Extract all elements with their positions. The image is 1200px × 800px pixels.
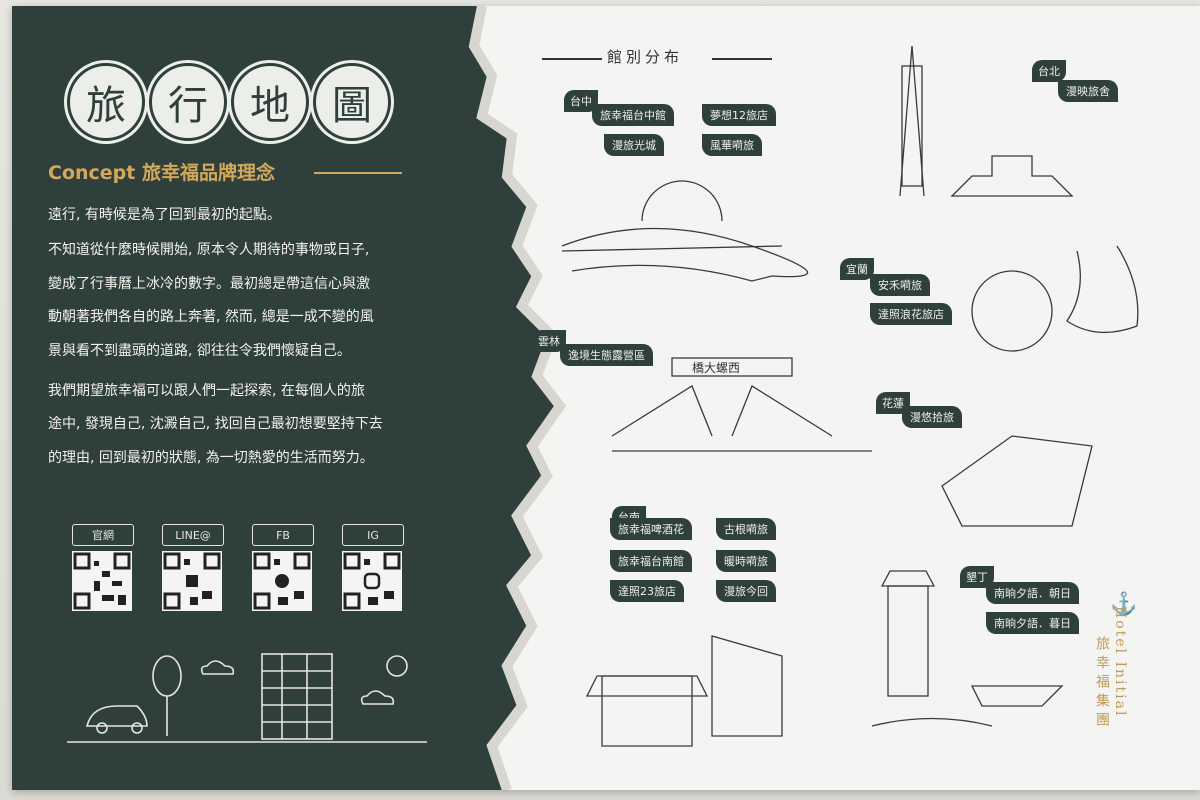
region-yilan: 宜蘭 [840, 258, 874, 280]
concept-line-4: 動朝著我們各自的路上奔著, 然而, 總是一成不變的風 [48, 309, 374, 325]
brand-name-zh: 旅幸福集團 [1094, 636, 1110, 731]
concept-line-1: 遠行, 有時候是為了回到最初的起點。 [48, 207, 281, 223]
concept-line-7: 途中, 發現自己, 沈澱自己, 找回自己最初想要堅持下去 [48, 416, 383, 432]
concept-heading: Concept 旅幸福品牌理念 [48, 162, 275, 184]
concept-line-8: 的理由, 回到最初的狀態, 為一切熱愛的生活而努力。 [48, 450, 374, 466]
poster-board: 旅 行 地 圖 Concept 旅幸福品牌理念 遠行, 有時候是為了回到最初的起… [12, 6, 1200, 790]
concept-line-2: 不知道從什麼時候開始, 原本令人期待的事物或日子, [48, 242, 370, 258]
map-title-rule-left [542, 58, 602, 60]
qr-label-ig: IG [342, 524, 404, 546]
title-char: 圖 [313, 63, 391, 141]
hotel-tag[interactable]: 南晌夕語．暮日 [986, 612, 1079, 634]
qr-label-fb: FB [252, 524, 314, 546]
title-char: 旅 [67, 63, 145, 141]
concept-line-6: 我們期望旅幸福可以跟人們一起探索, 在每個人的旅 [48, 383, 365, 399]
brand-name-en: Hotel Initial [1112, 606, 1128, 718]
qr-code-website[interactable] [72, 551, 132, 611]
hotel-tag[interactable]: 旅幸福台中館 [592, 104, 674, 126]
poster-title: 旅 行 地 圖 [67, 63, 391, 141]
hotel-tag[interactable]: 風華嗬旅 [702, 134, 762, 156]
hotel-tag[interactable]: 旅幸福啤酒花 [610, 518, 692, 540]
hotel-tag[interactable]: 漫悠拾旅 [902, 406, 962, 428]
region-kenting: 墾丁 [960, 566, 994, 588]
region-taipei: 台北 [1032, 60, 1066, 82]
concept-line-3: 變成了行事曆上冰冷的數字。最初總是帶這信心與激 [48, 276, 370, 292]
brand-logo-icon: ⚓ [1110, 592, 1138, 617]
title-char: 地 [231, 63, 309, 141]
qr-code-fb[interactable] [252, 551, 312, 611]
hotel-tag[interactable]: 夢想12旅店 [702, 104, 776, 126]
hotel-tag[interactable]: 安禾嗬旅 [870, 274, 930, 296]
hotel-tag[interactable]: 達照浪花旅店 [870, 303, 952, 325]
hotel-tag[interactable]: 古根嗬旅 [716, 518, 776, 540]
qr-code-line[interactable] [162, 551, 222, 611]
region-taichung: 台中 [564, 90, 598, 112]
hotel-tag[interactable]: 漫映旅舍 [1058, 80, 1118, 102]
hotel-tag[interactable]: 逸境生態露營區 [560, 344, 653, 366]
concept-underline [314, 172, 402, 174]
region-yunlin: 雲林 [532, 330, 566, 352]
qr-code-ig[interactable] [342, 551, 402, 611]
hotel-tag[interactable]: 達照23旅店 [610, 580, 684, 602]
hotel-tag[interactable]: 南晌夕語．朝日 [986, 582, 1079, 604]
hotel-tag[interactable]: 漫旅今回 [716, 580, 776, 602]
map-title-rule-right [712, 58, 772, 60]
qr-label-line: LINE@ [162, 524, 224, 546]
hotel-tag[interactable]: 旅幸福台南館 [610, 550, 692, 572]
qr-label-website: 官網 [72, 524, 134, 546]
title-char: 行 [149, 63, 227, 141]
map-title: 館別分布 [607, 48, 684, 66]
hotel-tag[interactable]: 漫旅光城 [604, 134, 664, 156]
city-illustration [67, 653, 427, 743]
region-hualien: 花蓮 [876, 392, 910, 414]
bridge-sign: 橋大螺西 [692, 361, 740, 375]
hotel-tag[interactable]: 暖時嗬旅 [716, 550, 776, 572]
concept-line-5: 景與看不到盡頭的道路, 卻往往令我們懷疑自己。 [48, 343, 351, 359]
taiwan-landmark-illustrations: 橋大螺西 [561, 45, 1139, 747]
left-panel-shape [12, 6, 567, 790]
